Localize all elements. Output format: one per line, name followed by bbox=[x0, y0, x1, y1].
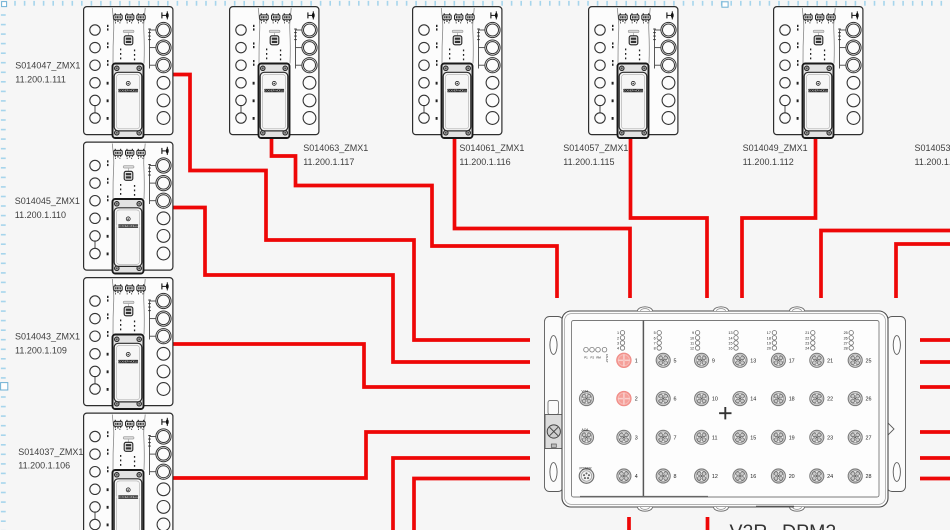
svg-text:14: 14 bbox=[750, 397, 756, 403]
svg-text:11.200.1.116: 11.200.1.116 bbox=[459, 157, 510, 167]
svg-text:15: 15 bbox=[750, 435, 756, 441]
svg-text:S014063_ZMX1: S014063_ZMX1 bbox=[303, 143, 368, 153]
svg-text:S014049_ZMX1: S014049_ZMX1 bbox=[743, 143, 808, 153]
svg-text:15: 15 bbox=[728, 341, 732, 345]
svg-text:8: 8 bbox=[674, 474, 677, 480]
svg-text:3: 3 bbox=[617, 341, 619, 345]
svg-text:22: 22 bbox=[805, 336, 809, 340]
svg-text:14: 14 bbox=[728, 336, 732, 340]
svg-text:ACA: ACA bbox=[582, 428, 590, 432]
svg-text:20: 20 bbox=[767, 347, 771, 351]
svg-text:25: 25 bbox=[844, 331, 848, 335]
svg-text:11: 11 bbox=[712, 435, 718, 441]
svg-text:27: 27 bbox=[866, 435, 872, 441]
svg-text:7: 7 bbox=[654, 341, 656, 345]
svg-text:V2R: V2R bbox=[730, 521, 768, 530]
svg-text:24: 24 bbox=[805, 347, 809, 351]
svg-text:S014037_ZMX1: S014037_ZMX1 bbox=[18, 447, 83, 457]
svg-text:4: 4 bbox=[617, 347, 619, 351]
svg-text:18: 18 bbox=[767, 336, 771, 340]
svg-text:27: 27 bbox=[844, 341, 848, 345]
svg-text:13: 13 bbox=[728, 331, 732, 335]
svg-text:S014045_ZMX1: S014045_ZMX1 bbox=[15, 196, 80, 206]
svg-text:5: 5 bbox=[674, 358, 677, 364]
svg-text:7: 7 bbox=[674, 435, 677, 441]
svg-text:V.24: V.24 bbox=[582, 389, 589, 393]
svg-text:9: 9 bbox=[692, 331, 694, 335]
svg-text:28: 28 bbox=[866, 474, 872, 480]
svg-text:17: 17 bbox=[767, 331, 771, 335]
svg-text:11.200.1.113: 11.200.1.113 bbox=[915, 157, 950, 167]
svg-text:23: 23 bbox=[805, 341, 809, 345]
svg-text:21: 21 bbox=[805, 331, 809, 335]
svg-text:25: 25 bbox=[866, 358, 872, 364]
svg-text:6: 6 bbox=[674, 397, 677, 403]
svg-text:3: 3 bbox=[635, 435, 638, 441]
svg-text:11: 11 bbox=[690, 341, 694, 345]
svg-text:16: 16 bbox=[750, 474, 756, 480]
svg-text:11.200.1.111: 11.200.1.111 bbox=[15, 74, 66, 84]
svg-text:11.200.1.112: 11.200.1.112 bbox=[743, 157, 794, 167]
svg-text:22: 22 bbox=[827, 397, 833, 403]
svg-text:20: 20 bbox=[789, 474, 795, 480]
svg-text:17: 17 bbox=[789, 358, 795, 364]
svg-text:18: 18 bbox=[789, 397, 795, 403]
svg-text:11.200.1.117: 11.200.1.117 bbox=[303, 157, 354, 167]
svg-text:S014061_ZMX1: S014061_ZMX1 bbox=[459, 143, 524, 153]
svg-text:P1: P1 bbox=[584, 355, 588, 359]
svg-text:2: 2 bbox=[635, 397, 638, 403]
svg-text:DPM2: DPM2 bbox=[782, 521, 836, 530]
svg-text:5: 5 bbox=[654, 331, 656, 335]
svg-text:28: 28 bbox=[844, 347, 848, 351]
svg-text:23: 23 bbox=[827, 435, 833, 441]
svg-text:S014057_ZMX1: S014057_ZMX1 bbox=[563, 143, 628, 153]
svg-text:11.200.1.115: 11.200.1.115 bbox=[563, 157, 614, 167]
svg-text:11.200.1.110: 11.200.1.110 bbox=[15, 210, 66, 220]
svg-text:24: 24 bbox=[827, 474, 833, 480]
svg-text:12: 12 bbox=[712, 474, 718, 480]
svg-text:10: 10 bbox=[712, 397, 718, 403]
svg-text:10: 10 bbox=[690, 336, 694, 340]
svg-text:19: 19 bbox=[767, 341, 771, 345]
svg-text:4: 4 bbox=[635, 474, 638, 480]
svg-text:S014053_ZMX1: S014053_ZMX1 bbox=[915, 143, 950, 153]
svg-text:POWER: POWER bbox=[580, 467, 593, 471]
svg-text:2: 2 bbox=[617, 336, 619, 340]
svg-text:26: 26 bbox=[844, 336, 848, 340]
svg-text:S014043_ZMX1: S014043_ZMX1 bbox=[15, 332, 80, 342]
svg-text:12: 12 bbox=[690, 347, 694, 351]
svg-text:9: 9 bbox=[712, 358, 715, 364]
svg-text:6: 6 bbox=[654, 336, 656, 340]
svg-text:26: 26 bbox=[866, 397, 872, 403]
svg-text:21: 21 bbox=[827, 358, 833, 364]
svg-text:8: 8 bbox=[654, 347, 656, 351]
svg-text:P2: P2 bbox=[591, 355, 595, 359]
svg-text:1: 1 bbox=[617, 331, 619, 335]
svg-text:11.200.1.109: 11.200.1.109 bbox=[15, 345, 67, 355]
svg-text:16: 16 bbox=[728, 347, 732, 351]
svg-text:13: 13 bbox=[750, 358, 756, 364]
svg-text:S014047_ZMX1: S014047_ZMX1 bbox=[15, 61, 80, 71]
svg-text:19: 19 bbox=[789, 435, 795, 441]
svg-text:1: 1 bbox=[635, 358, 638, 364]
svg-text:11.200.1.106: 11.200.1.106 bbox=[18, 461, 70, 471]
svg-text:RM: RM bbox=[596, 355, 601, 359]
svg-text:FAULT: FAULT bbox=[605, 354, 609, 363]
